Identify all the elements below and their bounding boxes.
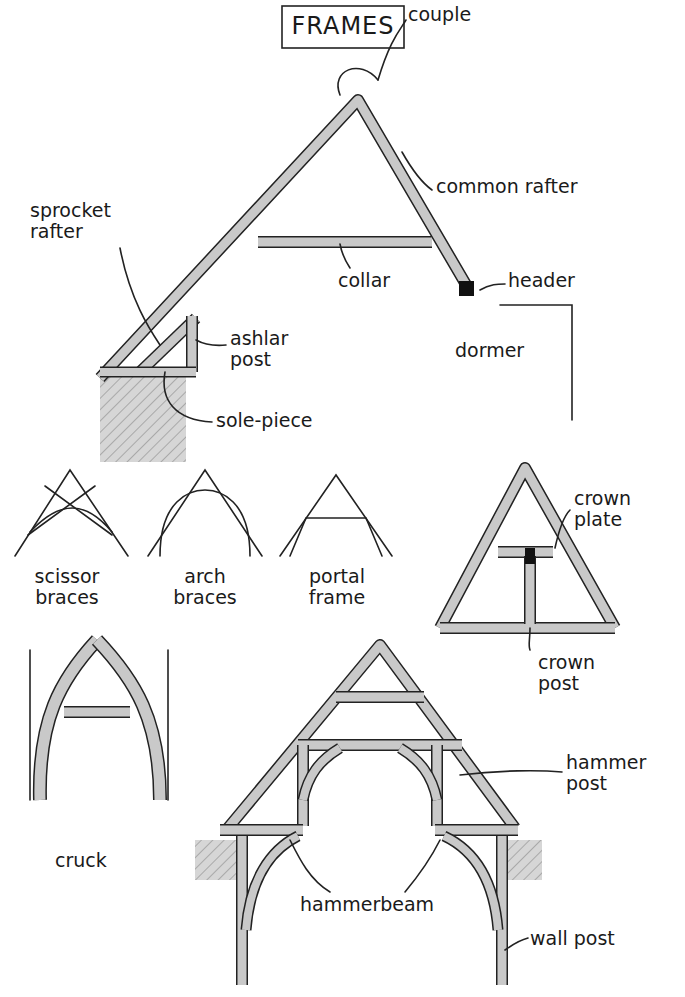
timber-member — [100, 100, 468, 378]
part-label: sprocket rafter — [30, 200, 140, 242]
timber-member — [228, 645, 515, 828]
crown-plate-block — [525, 548, 535, 564]
timber-member — [186, 316, 198, 372]
timber-member — [220, 826, 303, 835]
part-label: arch braces — [150, 566, 260, 608]
timber-member — [97, 640, 160, 800]
timber-member — [246, 836, 298, 930]
part-label: scissor braces — [12, 566, 122, 608]
part-label: cruck — [55, 850, 155, 871]
timber-member — [444, 836, 498, 930]
part-label: sole-piece — [216, 410, 336, 431]
ink-line — [148, 470, 262, 556]
timber-member — [526, 556, 535, 624]
timber-member — [258, 238, 432, 247]
part-label: header — [508, 270, 608, 291]
ink-line — [30, 508, 112, 532]
ink-line — [160, 490, 250, 556]
ink-line — [29, 650, 31, 800]
part-label: couple — [408, 4, 528, 25]
part-label: portal frame — [282, 566, 392, 608]
ink-line — [505, 938, 528, 950]
ink-line — [338, 68, 378, 95]
part-label: hammerbeam — [300, 894, 460, 915]
part-label: dormer — [455, 340, 555, 361]
ink-line — [280, 475, 392, 556]
timber-member — [100, 368, 196, 376]
part-label: common rafter — [436, 176, 606, 197]
timber-member — [188, 316, 197, 372]
timber-member — [258, 236, 432, 248]
timber-member — [440, 624, 615, 633]
ink-line — [340, 244, 350, 268]
timber-member — [336, 693, 424, 702]
timber-member — [64, 708, 130, 717]
part-label: collar — [338, 270, 428, 291]
ink-line — [460, 771, 562, 775]
timber-member — [524, 556, 536, 624]
timber-member — [444, 836, 498, 930]
ink-line — [402, 152, 432, 190]
ink-line — [290, 840, 330, 892]
timber-member — [400, 748, 437, 800]
ink-line — [120, 248, 160, 345]
ink-line — [500, 305, 572, 420]
ink-line — [290, 518, 382, 556]
ink-line — [15, 470, 128, 556]
wall-section — [195, 840, 237, 880]
timber-member — [100, 367, 196, 378]
timber-member — [228, 645, 515, 828]
wall-section — [100, 372, 186, 462]
ink-line — [167, 650, 169, 800]
timber-member — [303, 748, 340, 800]
timber-member — [303, 748, 340, 800]
ink-line — [196, 340, 226, 345]
part-label: hammer post — [566, 752, 666, 794]
ink-line — [405, 840, 440, 892]
ink-line — [45, 486, 112, 535]
ink-line — [555, 510, 570, 548]
ink-line — [164, 372, 212, 422]
ink-line — [528, 628, 530, 650]
timber-member — [100, 100, 468, 378]
timber-member — [336, 691, 424, 703]
diagram-title: FRAMES — [288, 12, 398, 40]
timber-member — [97, 640, 160, 800]
title-frame — [282, 6, 404, 48]
part-label: crown plate — [574, 488, 674, 530]
part-label: wall post — [530, 928, 630, 949]
timber-member — [400, 748, 437, 800]
part-label: crown post — [538, 652, 638, 694]
timber-member — [40, 640, 97, 800]
ink-line — [28, 486, 95, 535]
ink-line — [480, 284, 505, 290]
timber-member — [64, 706, 130, 718]
header-block — [459, 281, 474, 296]
timber-member — [40, 640, 97, 800]
timber-member — [246, 836, 298, 930]
part-label: ashlar post — [230, 328, 320, 370]
